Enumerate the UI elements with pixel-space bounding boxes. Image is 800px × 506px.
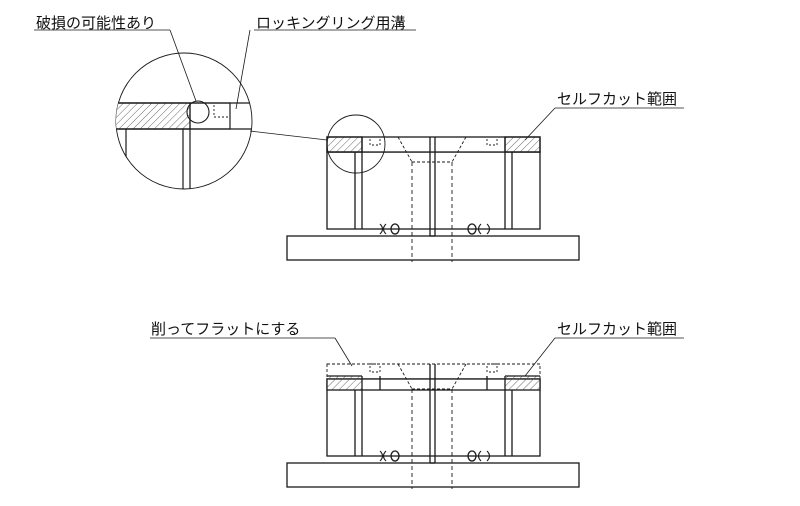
- top-groove-right: [486, 136, 498, 146]
- label-locking-ring-groove: ロッキングリング用溝: [256, 14, 406, 32]
- damage-marker: [186, 100, 210, 124]
- top-body: [326, 151, 541, 230]
- label-cut-flat: 削ってフラットにする: [151, 320, 301, 338]
- top-groove-left: [369, 136, 381, 146]
- top-base-plate: [286, 235, 580, 261]
- detail-view: [115, 52, 253, 190]
- top-flange-hatch-left: [326, 136, 363, 153]
- label-self-cut-range-top: セルフカット範囲: [557, 90, 678, 108]
- bottom-leaders: [150, 337, 684, 377]
- top-flange-hatch-right: [504, 136, 541, 153]
- bottom-base-plate: [286, 462, 580, 488]
- bottom-assembly: [286, 363, 580, 489]
- label-self-cut-range-bottom: セルフカット範囲: [557, 320, 678, 338]
- top-assembly: [286, 114, 580, 262]
- label-damage-possible: 破損の可能性あり: [36, 14, 157, 32]
- detail-leaders: [34, 29, 684, 141]
